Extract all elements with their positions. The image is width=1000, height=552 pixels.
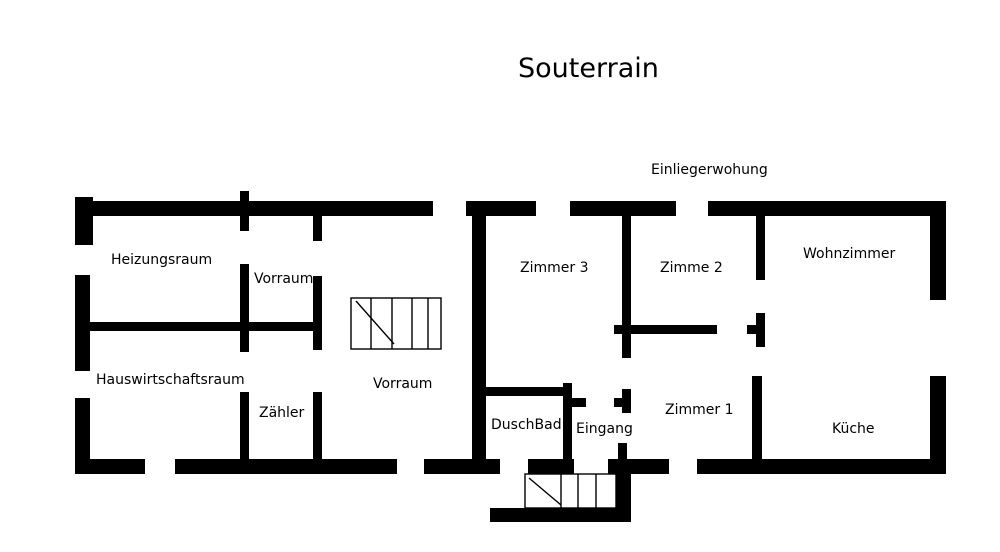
wall xyxy=(240,264,249,352)
wall xyxy=(472,201,486,474)
wall xyxy=(75,201,433,216)
label-vorraum-top: Vorraum xyxy=(254,271,313,287)
label-zimmer2: Zimme 2 xyxy=(660,260,723,276)
wall xyxy=(313,201,322,241)
walls-right-unit xyxy=(424,201,946,522)
stair-outline xyxy=(350,297,442,350)
wall xyxy=(424,459,500,474)
wall xyxy=(747,325,765,334)
wall xyxy=(756,216,765,280)
label-hauswirtschaftsraum: Hauswirtschaftsraum xyxy=(96,372,245,388)
stair-arrow xyxy=(355,300,395,345)
label-eingang: Eingang xyxy=(576,421,633,437)
label-einliegerwohnung: Einliegerwohung xyxy=(651,162,768,178)
wall xyxy=(90,322,322,331)
wall xyxy=(490,508,631,522)
wall xyxy=(614,325,717,334)
stair-outline xyxy=(524,473,617,509)
label-zaehler: Zähler xyxy=(259,405,305,421)
wall xyxy=(622,216,631,358)
wall xyxy=(930,376,946,474)
wall xyxy=(752,376,762,474)
wall xyxy=(572,398,586,407)
wall xyxy=(313,276,322,350)
wall xyxy=(697,459,946,474)
wall xyxy=(240,392,249,459)
wall xyxy=(75,398,90,474)
wall xyxy=(614,398,631,407)
staircase-interior xyxy=(350,297,442,350)
wall xyxy=(563,383,572,474)
wall xyxy=(75,275,90,371)
label-wohnzimmer: Wohnzimmer xyxy=(803,246,895,262)
wall xyxy=(486,387,572,396)
wall xyxy=(240,191,249,231)
wall xyxy=(75,459,145,474)
plan-title: Souterrain xyxy=(518,53,659,84)
wall xyxy=(528,459,574,474)
label-zimmer1: Zimmer 1 xyxy=(665,402,733,418)
wall xyxy=(175,459,397,474)
label-duschbad: DuschBad xyxy=(491,417,562,433)
wall xyxy=(570,201,676,216)
label-heizungsraum: Heizungsraum xyxy=(111,252,212,268)
wall xyxy=(930,201,946,300)
stair-arrow xyxy=(528,477,562,506)
staircase-entrance xyxy=(524,473,617,509)
label-zimmer3: Zimmer 3 xyxy=(520,260,588,276)
label-vorraum-center: Vorraum xyxy=(373,376,432,392)
wall xyxy=(313,392,322,459)
walls-left-unit xyxy=(75,191,433,474)
wall xyxy=(616,459,631,522)
wall xyxy=(618,443,627,459)
wall xyxy=(708,201,946,216)
label-kueche: Küche xyxy=(832,421,875,437)
